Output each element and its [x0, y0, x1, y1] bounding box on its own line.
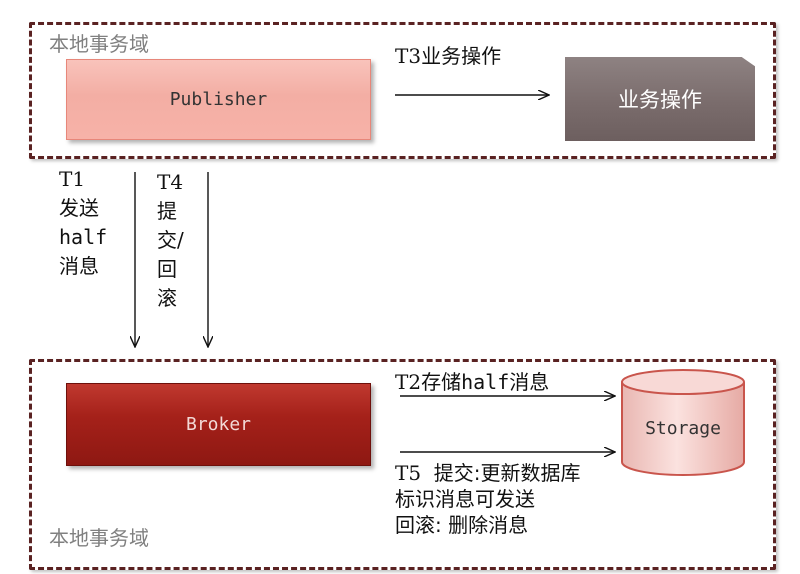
t4-step: T4 — [157, 170, 184, 194]
t5-line1: 提交:更新数据库 — [433, 461, 581, 485]
t5-step: T5 — [395, 461, 422, 485]
storage-label: Storage — [645, 418, 721, 439]
t4-line1: 提 — [157, 199, 177, 223]
t2-text1: 存储 — [421, 370, 462, 394]
t4-line2: 交/ — [157, 228, 184, 252]
t2-step: T2 — [395, 370, 422, 394]
domain-label-top: 本地事务域 — [49, 32, 149, 56]
broker-node: Broker — [66, 383, 371, 466]
business-operation-node: 业务操作 — [565, 57, 755, 141]
local-transaction-domain-top — [29, 22, 776, 159]
t5-line2: 标识消息可发送 — [395, 487, 535, 511]
publisher-node: Publisher — [66, 59, 371, 140]
t1-line2: half — [59, 225, 108, 249]
business-operation-label: 业务操作 — [618, 88, 702, 112]
t5-line1-row: T5 提交:更新数据库 — [395, 460, 581, 486]
t1-line1: 发送 — [59, 196, 99, 220]
t2-text3: 消息 — [509, 370, 550, 394]
t3-label: T3业务操作 — [395, 42, 501, 71]
t3-text: 业务操作 — [421, 44, 502, 68]
t1-step: T1 — [59, 167, 86, 191]
t4-label: T4 提 交/ 回 滚 — [157, 168, 184, 313]
t5-line3: 回滚: 删除消息 — [395, 513, 529, 537]
t5-label: T5 提交:更新数据库 标识消息可发送 回滚: 删除消息 — [395, 460, 581, 538]
publisher-label: Publisher — [169, 89, 268, 110]
t2-text2: half — [461, 370, 510, 394]
broker-label: Broker — [185, 414, 252, 435]
t1-label: T1 发送 half 消息 — [59, 165, 107, 281]
storage-cylinder — [621, 369, 745, 476]
local-transaction-domain-bottom — [29, 359, 776, 570]
t4-line4: 滚 — [157, 286, 177, 310]
t2-label: T2存储half消息 — [395, 368, 549, 397]
domain-label-bottom: 本地事务域 — [49, 526, 149, 550]
t3-step: T3 — [395, 44, 422, 68]
t4-line3: 回 — [157, 257, 177, 281]
t1-line3: 消息 — [59, 254, 99, 278]
